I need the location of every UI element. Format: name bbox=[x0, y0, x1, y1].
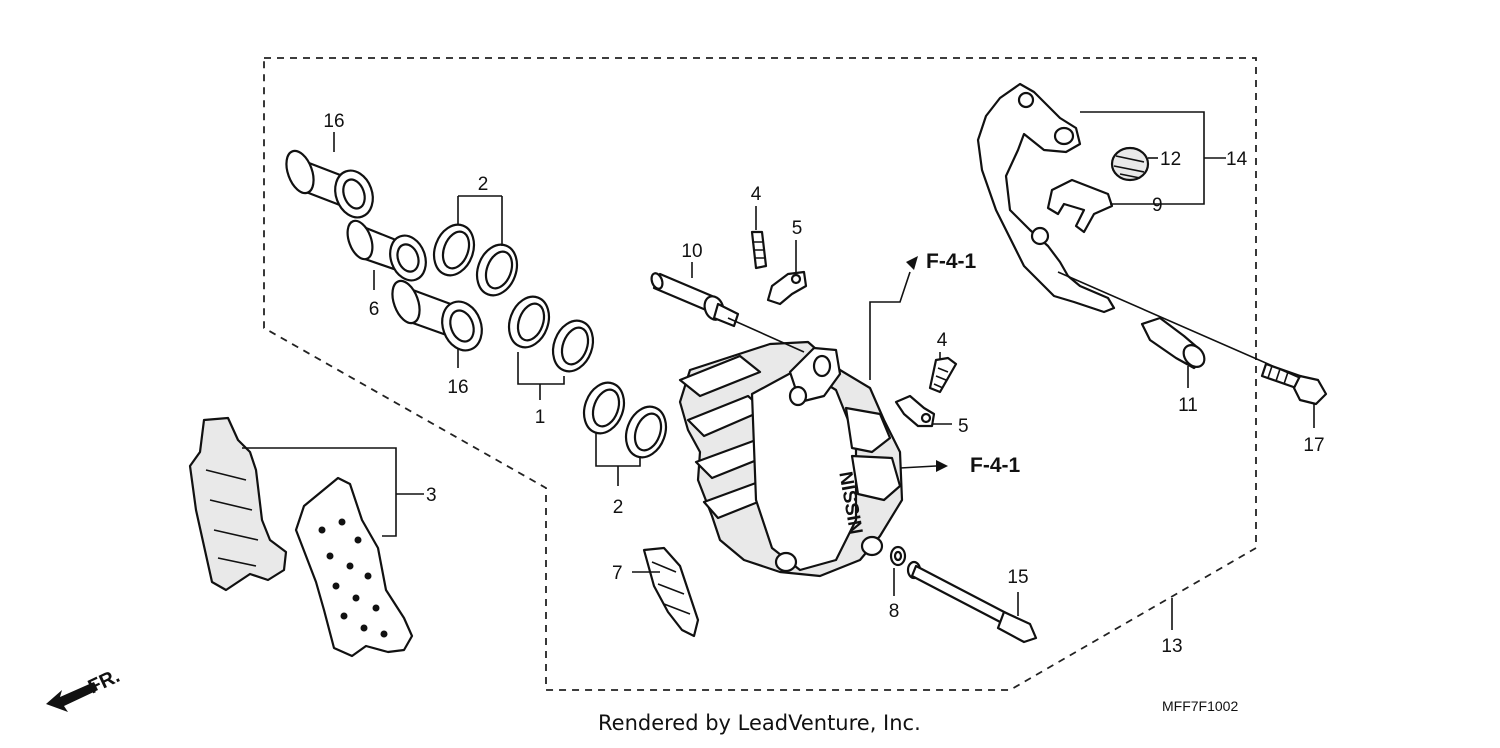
callout-5-lower: 5 bbox=[958, 416, 969, 437]
callout-2-upper: 2 bbox=[478, 174, 489, 195]
bolt-17[interactable] bbox=[1260, 362, 1328, 406]
callout-7: 7 bbox=[612, 563, 623, 584]
brake-pad-outer[interactable] bbox=[294, 476, 414, 658]
callout-17: 17 bbox=[1303, 435, 1324, 456]
ref-arrows bbox=[906, 256, 948, 472]
seal-2-upper-a[interactable] bbox=[427, 219, 480, 281]
callout-4-lower: 4 bbox=[937, 330, 948, 351]
bolt-11[interactable] bbox=[1140, 316, 1209, 371]
leader-lines bbox=[242, 111, 1315, 630]
bleeder-cap-5-lower[interactable] bbox=[894, 394, 936, 428]
ref-link-upper[interactable]: F-4-1 bbox=[926, 250, 976, 273]
piston-16-lower[interactable] bbox=[387, 277, 488, 356]
piston-6[interactable] bbox=[343, 217, 432, 285]
bleeder-4-lower[interactable] bbox=[928, 356, 958, 394]
callout-4-upper: 4 bbox=[751, 184, 762, 205]
callout-6: 6 bbox=[369, 299, 380, 320]
callout-3: 3 bbox=[426, 485, 437, 506]
brake-pad-inner[interactable] bbox=[188, 416, 288, 592]
pad-pin-10[interactable] bbox=[650, 272, 740, 328]
seal-1-b[interactable] bbox=[546, 315, 599, 377]
piston-16-upper[interactable] bbox=[281, 147, 379, 222]
credit-text: Rendered by LeadVenture, Inc. bbox=[598, 711, 921, 735]
callout-14: 14 bbox=[1226, 149, 1248, 170]
diagram-code: MFF7F1002 bbox=[1162, 698, 1238, 714]
seal-2-lower-b[interactable] bbox=[619, 401, 672, 463]
callout-16-upper: 16 bbox=[323, 111, 344, 132]
callout-8: 8 bbox=[889, 601, 900, 622]
pin-bolt-15[interactable] bbox=[906, 560, 1038, 644]
caliper-body[interactable]: NISSIN bbox=[678, 340, 904, 578]
callout-13: 13 bbox=[1161, 636, 1182, 657]
bleeder-cap-5-upper[interactable] bbox=[766, 270, 808, 306]
callout-2-lower: 2 bbox=[613, 497, 624, 518]
callout-1: 1 bbox=[535, 407, 546, 428]
bleeder-4-upper[interactable] bbox=[750, 230, 768, 270]
callout-15: 15 bbox=[1007, 567, 1028, 588]
callout-11: 11 bbox=[1178, 395, 1198, 416]
seal-2-upper-b[interactable] bbox=[470, 239, 523, 301]
ref-link-lower[interactable]: F-4-1 bbox=[970, 454, 1020, 477]
seal-1-a[interactable] bbox=[502, 291, 555, 353]
seal-2-lower-a[interactable] bbox=[577, 377, 630, 439]
washer-8[interactable] bbox=[889, 545, 907, 567]
boot-12[interactable] bbox=[1110, 146, 1150, 182]
pad-spring-7[interactable] bbox=[642, 546, 700, 638]
front-arrow-icon bbox=[46, 682, 98, 712]
callout-10: 10 bbox=[681, 241, 702, 262]
front-label: FR. bbox=[85, 665, 123, 699]
callout-5-upper: 5 bbox=[792, 218, 803, 239]
retainer-9[interactable] bbox=[1046, 178, 1114, 234]
callout-9: 9 bbox=[1152, 195, 1163, 216]
callout-16-lower: 16 bbox=[447, 377, 468, 398]
callout-12: 12 bbox=[1160, 149, 1181, 170]
caliper-bracket-14[interactable] bbox=[976, 82, 1116, 314]
